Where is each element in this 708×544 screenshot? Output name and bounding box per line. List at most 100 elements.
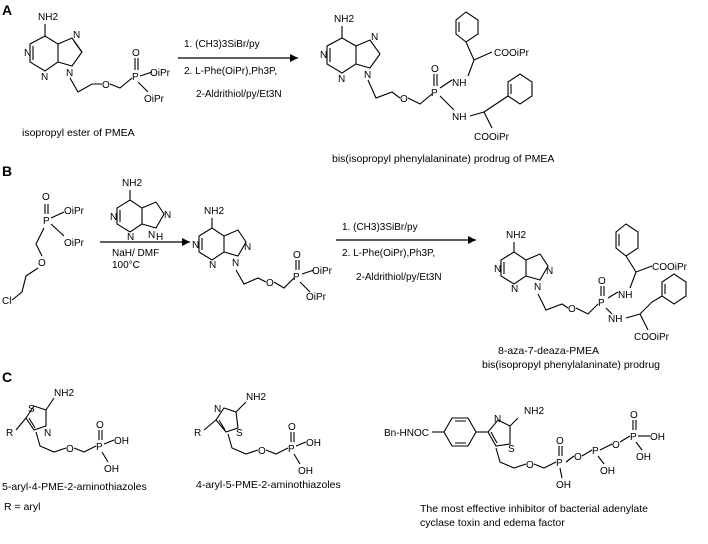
atom-o-double: O (132, 48, 140, 59)
atom-n: N (110, 212, 117, 223)
cond-b2-1: 1. (CH3)3SiBr/py (342, 222, 418, 233)
atom-p: P (132, 72, 139, 83)
caption-c-3-line1: The most effective inhibitor of bacteria… (420, 503, 648, 515)
atom-n: N (511, 284, 518, 295)
atom-coo-ipr: COOiPr (474, 132, 510, 143)
panel-label-a: A (2, 2, 12, 18)
atom-n: N (371, 32, 378, 43)
atom-n: N (192, 240, 199, 251)
atom-nh2: NH2 (506, 230, 526, 241)
atom-nh2: NH2 (246, 392, 266, 403)
atom-nh2: NH2 (122, 178, 142, 189)
atom-s: S (28, 404, 35, 415)
cond-a-2: 2. L-Phe(OiPr),Ph3P, (184, 66, 277, 77)
atom-n: N (164, 210, 171, 221)
atom-p: P (598, 298, 605, 309)
cond-b1-1: NaH/ DMF (112, 248, 159, 259)
atom-s: S (508, 444, 515, 455)
atom-nh2: NH2 (38, 12, 58, 23)
atom-o: O (612, 440, 620, 451)
atom-nh2: NH2 (524, 406, 544, 417)
atom-p: P (288, 444, 295, 455)
atom-p: P (293, 272, 300, 283)
cond-a-3: 2-Aldrithiol/py/Et3N (196, 89, 282, 100)
atom-n: N (214, 404, 221, 415)
atom-h: H (156, 232, 163, 243)
atom-oh: OH (556, 480, 571, 491)
atom-o: O (293, 250, 301, 261)
atom-coo-ipr: COOiPr (494, 48, 530, 59)
reactant-pmea-ester: NH2 N N N N O P O OiPr OiPr (24, 12, 171, 105)
atom-oh: OH (636, 452, 651, 463)
atom-r: R (6, 428, 13, 439)
caption-c-r: R = aryl (4, 501, 40, 513)
atom-n: N (534, 282, 541, 293)
atom-p: P (96, 442, 103, 453)
reactant-chloroethyl-phosphonate: O P OiPr OiPr O Cl (2, 192, 85, 307)
caption-c-3-line2: cyclase toxin and edema factor (420, 517, 565, 529)
atom-p: P (630, 432, 637, 443)
atom-n: N (232, 258, 239, 269)
atom-o: O (266, 278, 274, 289)
cond-a-1: 1. (CH3)3SiBr/py (184, 39, 260, 50)
atom-oipr: OiPr (64, 238, 85, 249)
atom-n: N (494, 414, 501, 425)
intermediate-aza-deaza: NH2 N N N N O P O OiPr OiPr (192, 206, 333, 303)
cond-b2-3: 2-Aldrithiol/py/Et3N (356, 272, 442, 283)
atom-o: O (598, 276, 606, 287)
caption-b-product-1: 8-aza-7-deaza-PMEA (498, 345, 599, 357)
atom-oh: OH (298, 466, 313, 477)
cond-b1-2: 100°C (112, 260, 140, 271)
atom-n7: N (73, 30, 80, 41)
atom-oipr: OiPr (312, 266, 333, 277)
atom-oipr-1: OiPr (150, 68, 171, 79)
atom-nh: NH (452, 78, 466, 89)
atom-n: N (44, 428, 51, 439)
atom-n: N (127, 232, 134, 243)
cond-b2-2: 2. L-Phe(OiPr),Ph3P, (342, 248, 435, 259)
atom-o: O (258, 446, 266, 457)
atom-o: O (526, 460, 534, 471)
atom-nh2: NH2 (204, 206, 224, 217)
caption-c-1: 5-aryl-4-PME-2-aminothiazoles (2, 481, 147, 493)
atom-cl: Cl (2, 296, 11, 307)
atom-o: O (38, 258, 46, 269)
atom-s: S (236, 428, 243, 439)
atom-n: N (244, 242, 251, 253)
structure-5-aryl-4-pme: NH2 S N R O P O OH OH (6, 388, 129, 475)
structure-4-aryl-5-pme: NH2 N S R O P O OH OH (194, 392, 321, 477)
atom-o: O (96, 420, 104, 431)
atom-nh: NH (618, 290, 632, 301)
atom-o: O (431, 64, 439, 75)
atom-n: N (546, 266, 553, 277)
atom-oh: OH (600, 466, 615, 477)
atom-n: N (494, 264, 501, 275)
atom-o: O (42, 192, 50, 203)
atom-p: P (556, 458, 563, 469)
atom-o: O (630, 410, 638, 421)
atom-o: O (400, 94, 408, 105)
atom-nh2: NH2 (54, 388, 74, 399)
atom-o-ether: O (102, 80, 110, 91)
structure-inhibitor: Bn-HNOC NH2 N S O P O OH O P OH O P O OH… (384, 406, 665, 491)
atom-o: O (288, 422, 296, 433)
atom-o: O (556, 436, 564, 447)
caption-b-product-2: bis(isopropyl phenylalaninate) prodrug (482, 359, 660, 371)
atom-p: P (431, 88, 438, 99)
atom-bn-hnoc: Bn-HNOC (384, 428, 429, 439)
product-pmea-prodrug: NH2 N N N N O P O NH NH COOiPr COOiPr (320, 11, 533, 143)
atom-n3: N (41, 72, 48, 83)
product-aza-deaza-prodrug: NH2 N N N N O P O NH NH COOiPr COOiPr (494, 223, 688, 343)
atom-n: N (148, 230, 155, 241)
atom-n: N (320, 50, 327, 61)
caption-a-product: bis(isopropyl phenylalaninate) prodrug o… (332, 153, 554, 165)
atom-oh: OH (306, 438, 321, 449)
caption-c-2: 4-aryl-5-PME-2-aminothiazoles (196, 479, 341, 491)
atom-p: P (43, 216, 50, 227)
atom-oh: OH (114, 436, 129, 447)
panel-label-b: B (2, 163, 12, 179)
atom-oipr-2: OiPr (144, 94, 165, 105)
panel-label-c: C (2, 369, 12, 385)
